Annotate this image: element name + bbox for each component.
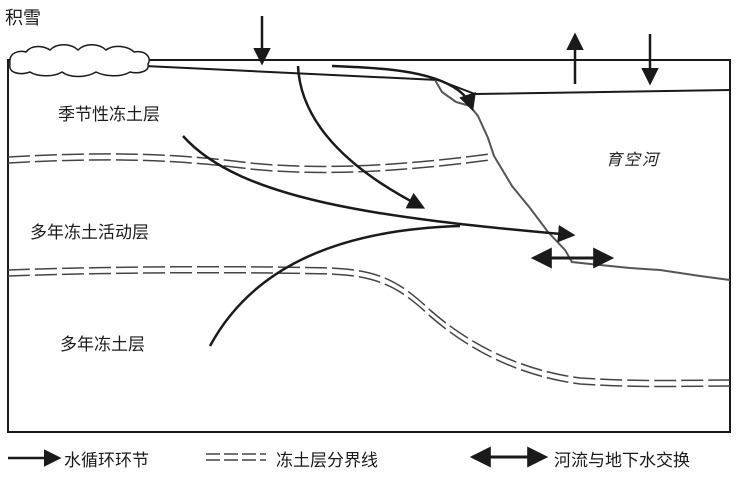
label-snow: 积雪 — [5, 8, 41, 29]
legend-frozen-boundary-symbol — [206, 453, 266, 461]
surface-runoff-arrow — [331, 64, 476, 112]
cross-section-frame — [7, 59, 731, 433]
frozen-boundary-lower — [7, 265, 731, 388]
label-active-layer: 多年冻土活动层 — [30, 223, 149, 243]
riverbank-line — [434, 79, 731, 281]
snow-cover-shape — [9, 44, 150, 78]
interflow-arrow — [182, 135, 576, 243]
infiltration-arrow — [296, 65, 426, 209]
label-permafrost-layer: 多年冻土层 — [60, 335, 145, 355]
ground-surface-line — [144, 65, 731, 96]
frozen-boundary-upper — [7, 153, 491, 174]
label-river: 育空河 — [606, 150, 661, 169]
permafrost-upwelling-arrow — [208, 224, 461, 347]
legend-exchange-label: 河流与地下水交换 — [554, 451, 690, 471]
legend-frozen-boundary-label: 冻土层分界线 — [276, 451, 378, 471]
label-seasonal-frozen-layer: 季节性冻土层 — [58, 105, 160, 125]
water-cycle-arrows — [182, 16, 659, 347]
legend-water-cycle-label: 水循环环节 — [64, 451, 149, 471]
